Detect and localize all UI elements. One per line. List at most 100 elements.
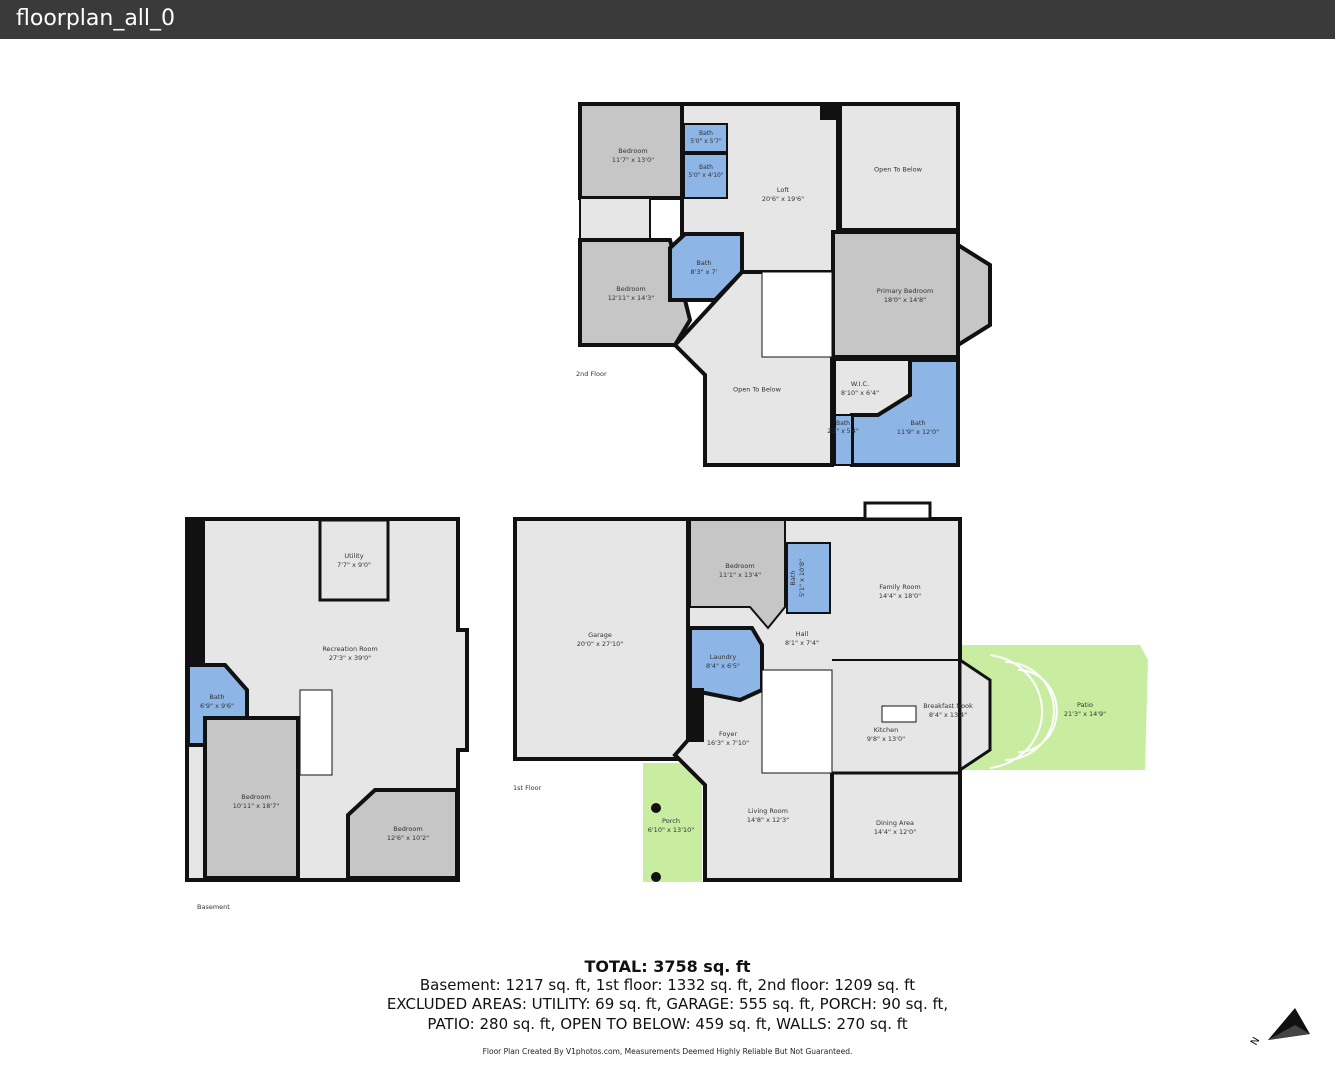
room-first-bedroom	[689, 519, 786, 630]
title-bar: floorplan_all_0	[0, 0, 1335, 39]
room-dims: 14'8" x 12'3"	[746, 816, 790, 824]
room-dims: 6'10" x 13'10"	[647, 826, 695, 834]
room-name: Kitchen	[873, 726, 899, 734]
room-dims: 21'3" x 14'9"	[1063, 710, 1107, 718]
room-dims: 18'0" x 14'8"	[883, 296, 927, 304]
room-name: W.I.C.	[850, 380, 870, 388]
chimney-block	[820, 102, 840, 120]
room-dims: 20'6" x 19'6"	[761, 195, 805, 203]
room-dims: 6'9" x 9'6"	[199, 702, 235, 710]
room-name: Bath	[699, 164, 713, 171]
room-name: Bath	[910, 419, 926, 427]
room-bath-a	[683, 123, 728, 153]
room-name: Bath	[209, 693, 225, 701]
room-name: Bath	[696, 259, 712, 267]
room-name: Bath	[699, 130, 713, 137]
room-name: Open To Below	[733, 385, 781, 394]
room-dims: 8'1" x 7'4"	[784, 639, 820, 647]
room-name: Foyer	[718, 730, 738, 738]
footer-disclaimer: Floor Plan Created By V1photos.com, Meas…	[482, 1047, 853, 1056]
room-name: Bedroom	[241, 793, 271, 801]
room-dims: 8'10" x 6'4"	[840, 389, 880, 397]
total-area: TOTAL: 3758 sq. ft	[584, 957, 751, 976]
room-name: Bath	[789, 570, 797, 586]
room-name: Bedroom	[618, 147, 648, 155]
room-dims: 16'3" x 7'10"	[706, 739, 750, 747]
room-label: W.I.C.8'10" x 6'4"	[841, 380, 879, 398]
basement-wall-left	[185, 517, 205, 667]
second-floor-plan	[578, 102, 992, 467]
excluded-areas-1: EXCLUDED AREAS: UTILITY: 69 sq. ft, GARA…	[386, 995, 949, 1013]
basement-plan	[185, 517, 469, 882]
room-dims: 14'4" x 12'0"	[873, 828, 917, 836]
room-dims: 14'4" x 18'0"	[878, 592, 922, 600]
room-dims: 11'7" x 13'0"	[611, 156, 655, 164]
stairs-first	[761, 669, 833, 774]
room-name: Patio	[1077, 701, 1093, 709]
room-name: Dining Area	[875, 819, 915, 827]
room-dims: 5'0" x 5'7"	[690, 138, 722, 145]
room-name: Utility	[344, 552, 364, 560]
stairs-2nd	[761, 271, 833, 358]
stairs-basement	[299, 689, 333, 776]
room-dims: 11'1" x 13'4"	[718, 571, 762, 579]
room-name: Bedroom	[725, 562, 755, 570]
room-porch	[643, 763, 702, 882]
room-utility	[318, 518, 390, 602]
room-basement-bedroom-1	[203, 716, 300, 880]
room-name: Bedroom	[616, 285, 646, 293]
floor-label-1st: 1st Floor	[513, 784, 542, 792]
room-garage	[513, 517, 690, 761]
window-title: floorplan_all_0	[16, 6, 176, 31]
room-dims: 20'0" x 27'10"	[576, 640, 624, 648]
room-dims: 2'3" x 5'4"	[827, 428, 859, 435]
room-dims: 8'4" x 6'5"	[705, 662, 741, 670]
room-bedroom-upper	[578, 102, 684, 200]
room-dims: 7'7" x 9'0"	[336, 561, 372, 569]
excluded-areas-2: PATIO: 280 sq. ft, OPEN TO BELOW: 459 sq…	[427, 1015, 908, 1033]
room-name: Laundry	[709, 653, 737, 661]
north-compass-icon	[1268, 1008, 1310, 1040]
room-name: Loft	[776, 186, 790, 194]
room-name: Primary Bedroom	[876, 287, 934, 295]
floor-label-basement: Basement	[197, 903, 230, 911]
laundry-block	[686, 688, 704, 742]
hallway-closets	[579, 197, 651, 241]
room-name: Bedroom	[393, 825, 423, 833]
bay-window	[956, 241, 992, 349]
kitchen-island	[881, 705, 917, 723]
room-dims: 11'9" x 12'0"	[896, 428, 940, 436]
room-dims: 27'3" x 39'0"	[328, 654, 372, 662]
room-name: Living Room	[748, 807, 788, 815]
room-open-below-top	[838, 102, 960, 232]
room-first-bath	[786, 542, 831, 614]
room-name: Open To Below	[874, 165, 922, 174]
first-floor-plan	[513, 501, 1148, 882]
